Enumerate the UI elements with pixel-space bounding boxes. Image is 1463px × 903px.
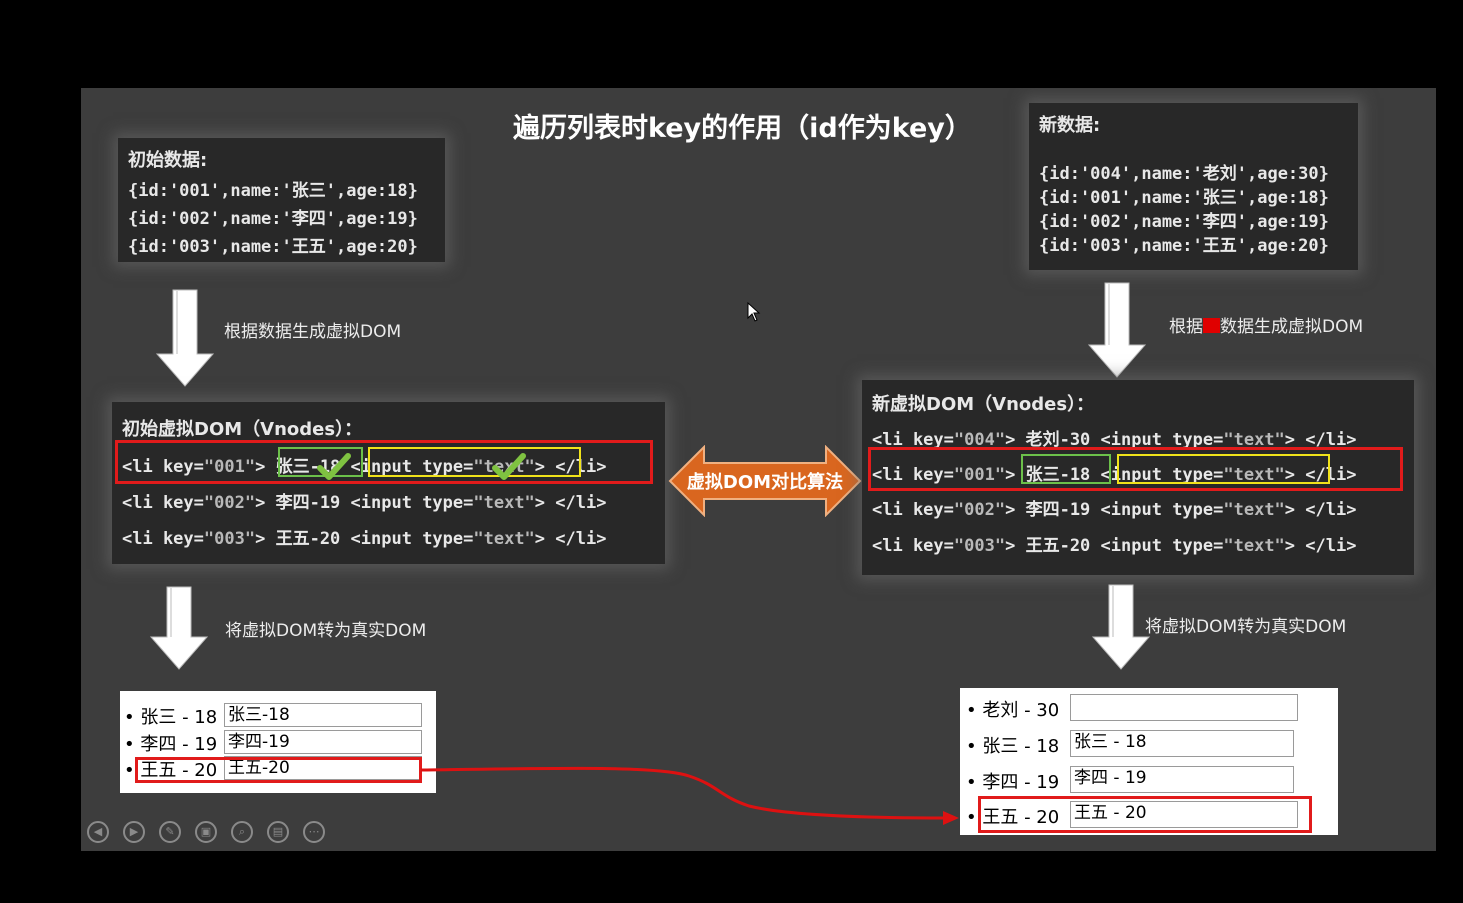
initial-vdom-box: 初始虚拟DOM（Vnodes）： <li key="001"> 张三-18 <i… xyxy=(112,402,665,564)
row-highlight-red xyxy=(135,757,422,783)
next-icon[interactable]: ▶ xyxy=(123,821,145,843)
text-input[interactable]: 张三-18 xyxy=(224,703,422,727)
mouse-cursor-icon xyxy=(747,302,761,322)
list-item: • 张三 - 18 xyxy=(966,736,1060,757)
text-input[interactable]: 李四-19 xyxy=(224,730,422,754)
caption-to-real-left: 将虚拟DOM转为真实DOM xyxy=(225,621,427,641)
down-arrow-icon xyxy=(1091,584,1151,670)
previous-icon[interactable]: ◀ xyxy=(87,821,109,843)
more-icon[interactable]: ⋯ xyxy=(303,821,325,843)
list-item: • 老刘 - 30 xyxy=(966,700,1060,721)
text-highlight-green xyxy=(1021,454,1111,484)
initial-data-heading: 初始数据: xyxy=(128,150,208,171)
new-data-line: {id:'003',name:'王五',age:20} xyxy=(1039,236,1329,256)
text-input[interactable]: 王五-20 xyxy=(224,756,422,780)
caption-generate-initial: 根据数据生成虚拟DOM xyxy=(224,322,402,342)
list-item: • 张三 - 18 xyxy=(124,707,218,728)
connector-arrow-icon xyxy=(420,766,959,825)
text-input[interactable] xyxy=(1070,694,1298,721)
caption-generate-new-post: 数据生成虚拟DOM xyxy=(1220,317,1364,337)
initial-data-box: 初始数据: {id:'001',name:'张三',age:18} {id:'0… xyxy=(118,138,445,262)
new-data-line: {id:'001',name:'张三',age:18} xyxy=(1039,188,1329,208)
row-highlight-red xyxy=(978,796,1312,833)
down-arrow-icon xyxy=(1087,282,1147,378)
vdom-row: <li key="003"> 王五-20 <input type="text">… xyxy=(122,529,607,549)
down-arrow-icon xyxy=(155,289,215,387)
text-input[interactable]: 张三 - 18 xyxy=(1070,730,1294,757)
row-highlight-red xyxy=(868,447,1403,491)
zoom-icon[interactable]: ⌕ xyxy=(231,821,253,843)
new-vdom-heading: 新虚拟DOM（Vnodes）： xyxy=(872,394,1095,415)
checkmark-icon xyxy=(317,453,351,480)
row-highlight-red xyxy=(115,440,653,484)
slide: 遍历列表时key的作用（id作为key） 初始数据: {id:'001',nam… xyxy=(81,88,1436,851)
caption-to-real-right: 将虚拟DOM转为真实DOM xyxy=(1145,617,1347,637)
input-highlight-yellow xyxy=(1117,454,1330,484)
initial-data-line: {id:'002',name:'李四',age:19} xyxy=(128,209,418,229)
new-data-line: {id:'004',name:'老刘',age:30} xyxy=(1039,164,1329,184)
checkmark-icon xyxy=(492,453,526,480)
caption-generate-new-pre: 根据 xyxy=(1169,317,1203,337)
slides-icon[interactable]: ▣ xyxy=(195,821,217,843)
input-highlight-yellow xyxy=(368,447,581,477)
vdom-row: <li key="002"> 李四-19 <input type="text">… xyxy=(122,493,607,513)
pen-icon[interactable]: ✎ xyxy=(159,821,181,843)
initial-data-line: {id:'003',name:'王五',age:20} xyxy=(128,237,418,257)
vdom-row: <li key="004"> 老刘-30 <input type="text">… xyxy=(872,430,1357,450)
diff-label: 虚拟DOM对比算法 xyxy=(686,472,844,493)
list-item: • 王五 - 20 xyxy=(966,807,1060,828)
list-item: • 李四 - 19 xyxy=(124,734,218,755)
slide-title: 遍历列表时key的作用（id作为key） xyxy=(513,113,972,144)
diff-double-arrow-icon xyxy=(668,445,862,517)
text-input[interactable]: 王五 - 20 xyxy=(1070,801,1298,828)
down-arrow-icon xyxy=(149,586,209,670)
new-data-box: 新数据: {id:'004',name:'老刘',age:30} {id:'00… xyxy=(1029,103,1358,270)
initial-data-line: {id:'001',name:'张三',age:18} xyxy=(128,181,418,201)
redacted-mark xyxy=(1203,318,1220,333)
new-vdom-box: 新虚拟DOM（Vnodes）： <li key="004"> 老刘-30 <in… xyxy=(862,380,1414,575)
vdom-row: <li key="001"> 张三-18 <input type="text">… xyxy=(872,465,1357,485)
initial-vdom-heading: 初始虚拟DOM（Vnodes）： xyxy=(122,419,363,440)
caption-generate-new: 根据数据生成虚拟DOM xyxy=(1169,312,1363,337)
real-dom-left: • 张三 - 18 张三-18 • 李四 - 19 李四-19 • 王五 - 2… xyxy=(120,691,436,793)
text-input[interactable]: 李四 - 19 xyxy=(1070,766,1294,793)
new-data-line: {id:'002',name:'李四',age:19} xyxy=(1039,212,1329,232)
vdom-row: <li key="003"> 王五-20 <input type="text">… xyxy=(872,536,1357,556)
list-item: • 李四 - 19 xyxy=(966,772,1060,793)
list-item: • 王五 - 20 xyxy=(124,760,218,781)
vdom-row: <li key="002"> 李四-19 <input type="text">… xyxy=(872,500,1357,520)
real-dom-right: • 老刘 - 30 • 张三 - 18 张三 - 18 • 李四 - 19 李四… xyxy=(960,688,1338,835)
new-data-heading: 新数据: xyxy=(1039,115,1101,136)
subtitle-icon[interactable]: ▤ xyxy=(267,821,289,843)
text-highlight-green xyxy=(278,447,363,477)
